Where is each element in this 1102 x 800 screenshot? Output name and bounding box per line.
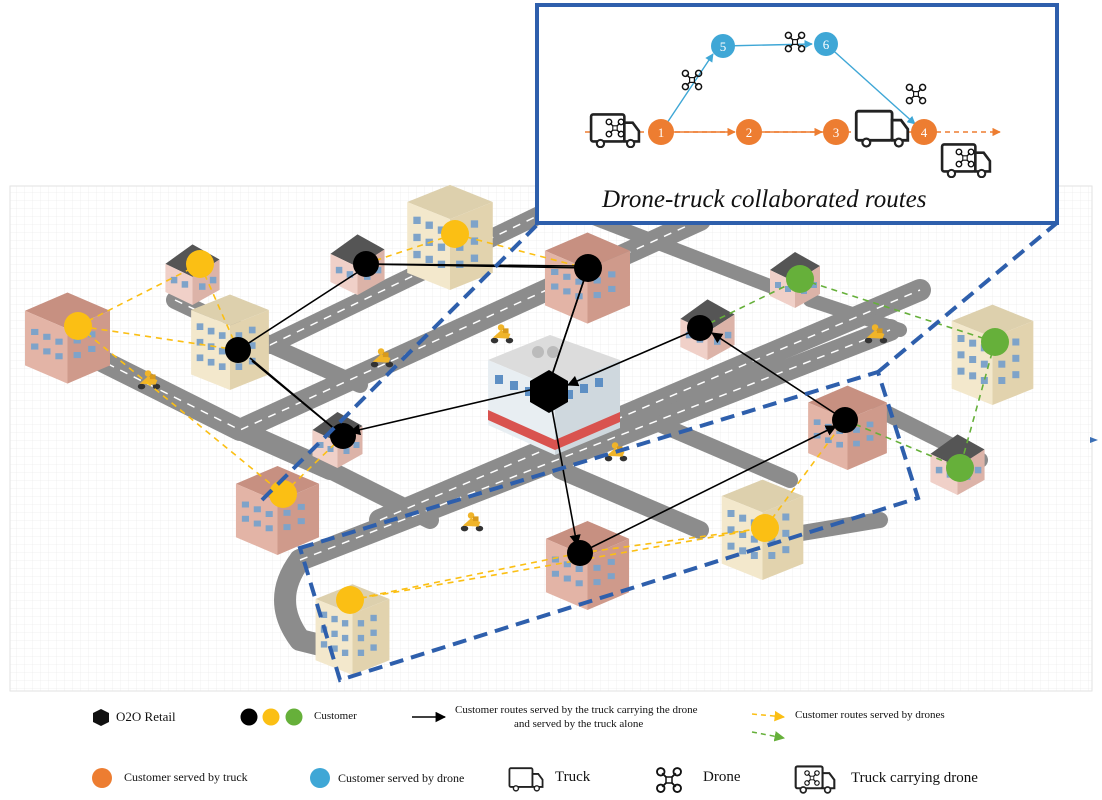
dashed-arrow-icon [751, 731, 786, 742]
legend-truck: Truck [555, 769, 591, 785]
legend-served-by-drone: Customer served by drone [338, 771, 465, 785]
legend-truck-routes-line2: and served by the truck alone [514, 718, 644, 730]
node-label: 4 [921, 125, 928, 140]
legend-drone: Drone [703, 769, 741, 785]
legend-graphics [92, 708, 836, 794]
truck-node [911, 119, 937, 145]
legend-o2o-retail: O2O Retail [116, 709, 176, 724]
black-customer [225, 337, 251, 363]
drone-icon [656, 767, 682, 793]
drone-customer-icon [310, 768, 330, 788]
truck-node [648, 119, 674, 145]
drone-routes-yellow [77, 231, 846, 604]
node-label: 1 [658, 125, 665, 140]
black-customer [574, 254, 602, 282]
node-label: 5 [720, 39, 727, 54]
drone-node [814, 32, 838, 56]
green-customer [946, 454, 974, 482]
black-customer [330, 423, 356, 449]
node-label: 2 [746, 125, 753, 140]
highlight-region [260, 220, 1060, 683]
inset-nodes [648, 32, 937, 145]
black-customer [353, 251, 379, 277]
yellow-customer [269, 480, 297, 508]
inset-node-labels: 1 2 3 4 5 6 [658, 37, 928, 140]
o2o-retail-hexagon-icon [530, 370, 568, 413]
drone-routes-green [699, 278, 996, 470]
yellow-customer-icon [262, 708, 280, 726]
yellow-customer [186, 250, 214, 278]
truck-customer-icon [92, 768, 112, 788]
black-customer [567, 540, 593, 566]
truck-icon [508, 767, 544, 792]
black-customer [832, 407, 858, 433]
node-label: 6 [823, 37, 830, 52]
green-customer [786, 265, 814, 293]
legend-served-by-truck: Customer served by truck [124, 770, 248, 784]
legend-drone-routes: Customer routes served by drones [795, 709, 945, 721]
node-label: 3 [833, 125, 840, 140]
green-customer-icon [285, 708, 303, 726]
edge-arrow-icon [1090, 437, 1098, 443]
legend-truck-carrying-drone: Truck carrying drone [851, 770, 978, 786]
legend-truck-routes-line1: Customer routes served by the truck carr… [455, 704, 698, 716]
black-customer-icon [240, 708, 258, 726]
hexagon-icon [93, 709, 109, 726]
customer-nodes [64, 220, 1009, 614]
yellow-customer [441, 220, 469, 248]
yellow-customer [336, 586, 364, 614]
legend-customer: Customer [314, 710, 357, 722]
inset-title: Drone-truck collaborated routes [602, 186, 927, 213]
yellow-customer [64, 312, 92, 340]
building [235, 465, 320, 555]
truck-node [736, 119, 762, 145]
truck-node [823, 119, 849, 145]
black-customer [687, 315, 713, 341]
dashed-arrow-icon [751, 710, 786, 722]
yellow-customer [751, 514, 779, 542]
truck-carrying-drone-icon [794, 765, 836, 794]
green-customer [981, 328, 1009, 356]
drone-node [711, 34, 735, 58]
building [25, 292, 110, 384]
